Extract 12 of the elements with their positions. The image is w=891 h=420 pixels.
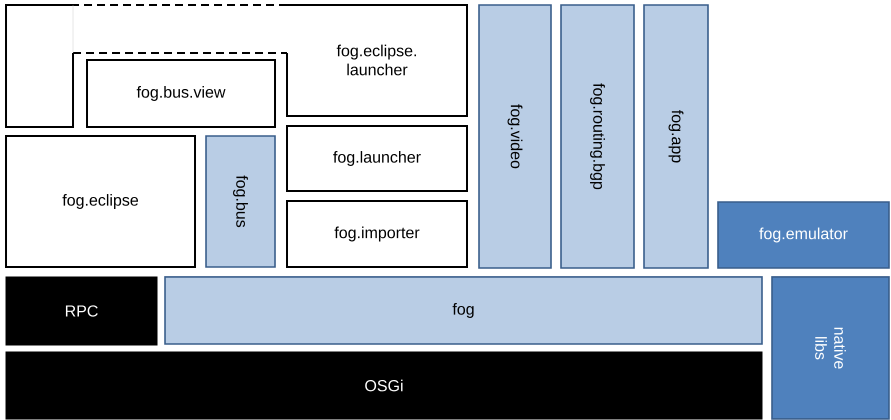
platform-box: OSGi [6, 351, 762, 420]
module-box: fog.emulator [717, 201, 890, 269]
module-box: fog.eclipse [5, 135, 196, 268]
module-box: fog.video [478, 4, 552, 269]
platform-box: RPC [6, 276, 158, 346]
module-box: fog.bus [205, 135, 276, 268]
module-box: fog.launcher [286, 125, 468, 192]
module-box: fog.importer [286, 200, 468, 268]
module-box: native libs [771, 276, 890, 420]
module-box: fog.app [643, 4, 709, 269]
module-box: fog.routing.bgp [560, 4, 635, 269]
module-box: fog [164, 276, 763, 345]
